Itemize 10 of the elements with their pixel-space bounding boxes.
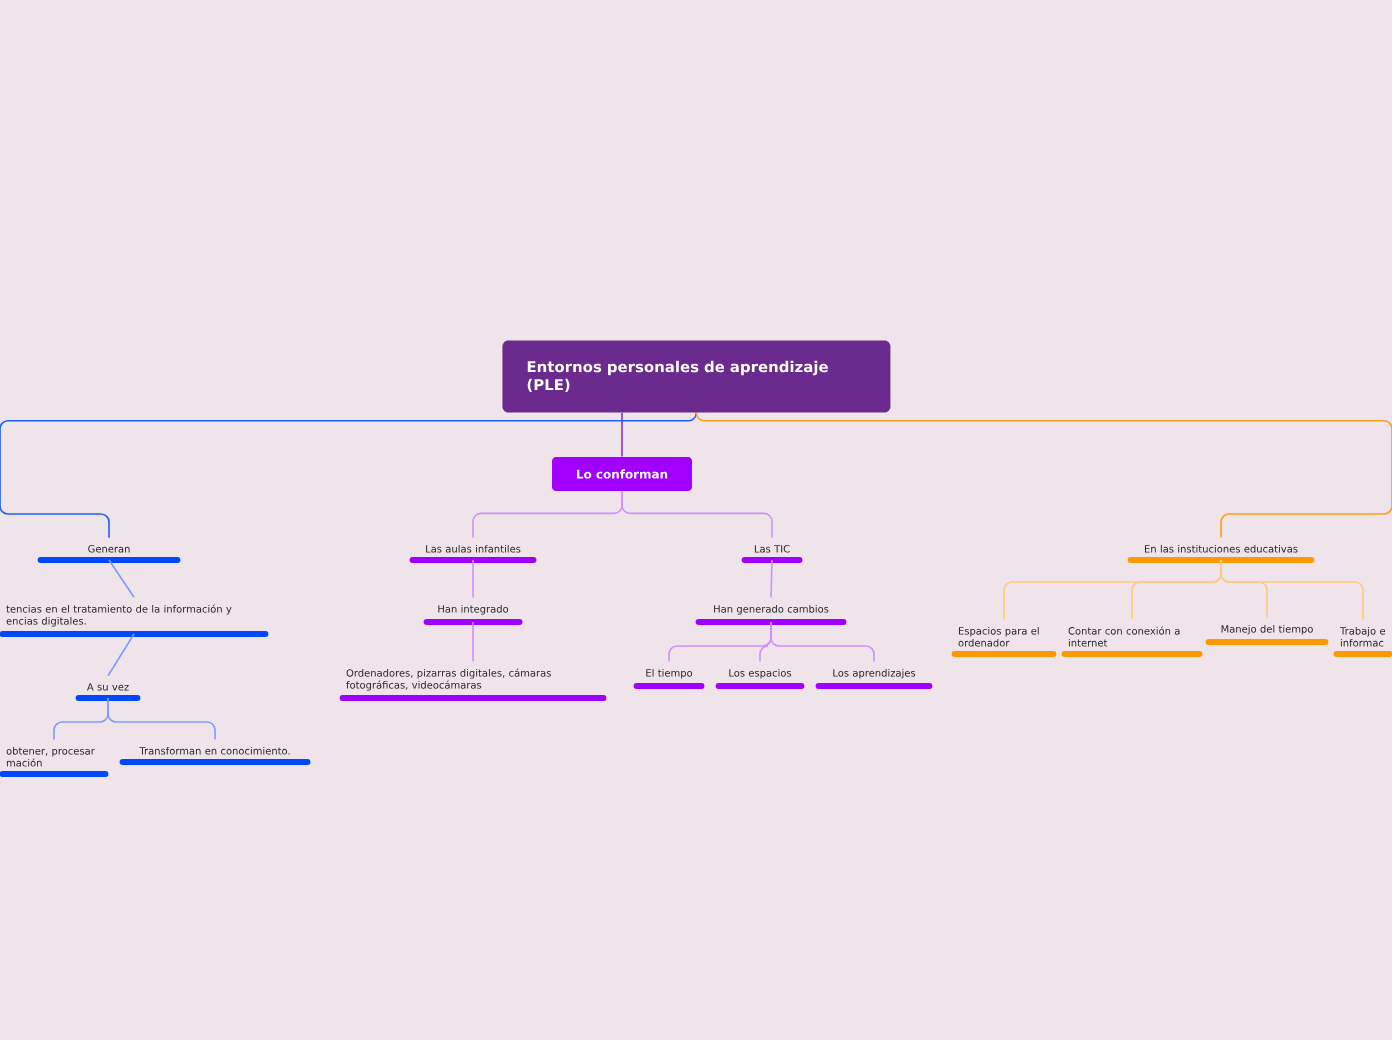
connector: [1220, 559, 1364, 621]
connector: [107, 633, 135, 677]
connector: [695, 411, 1392, 539]
connector: [621, 490, 773, 539]
connector: [472, 559, 474, 599]
connector: [621, 411, 623, 458]
connector: [770, 559, 773, 599]
connector: [108, 559, 135, 598]
connector: [0, 411, 698, 539]
connector: [472, 621, 474, 662]
